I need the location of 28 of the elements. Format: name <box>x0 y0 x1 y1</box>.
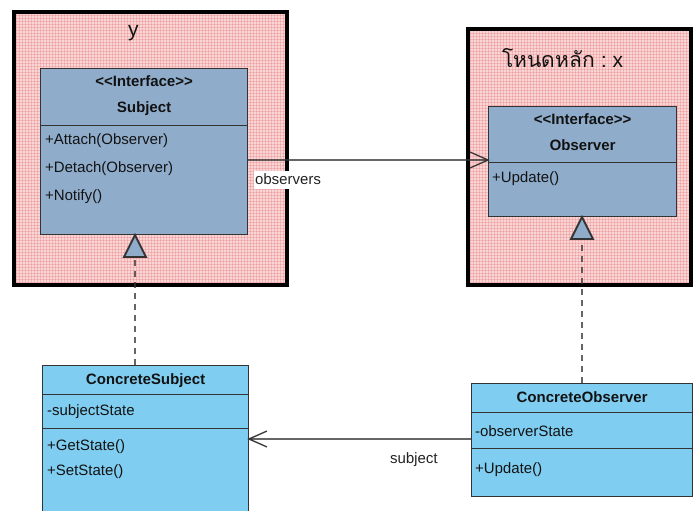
edge-label: subject <box>389 450 439 468</box>
class-name: ConcreteSubject <box>84 371 206 389</box>
class-member: +Update() <box>475 460 542 478</box>
class-name: Subject <box>116 99 172 117</box>
class-name: <<Interface>> <box>532 111 632 129</box>
package-frame <box>466 27 693 287</box>
association-arrow <box>248 151 489 169</box>
class-box <box>42 365 249 511</box>
class-member: +Detach(Observer) <box>45 159 173 177</box>
association-arrow <box>248 430 471 448</box>
class-member: +Notify() <box>45 187 102 205</box>
package-label: โหนดหลัก : x <box>502 47 624 74</box>
realization-arrow <box>570 216 594 383</box>
class-member: +GetState() <box>47 437 125 455</box>
class-member: +Update() <box>492 169 560 187</box>
edge-label: observers <box>254 171 322 189</box>
class-member: +SetState() <box>47 462 124 480</box>
class-name: <<Interface>> <box>94 73 194 91</box>
class-name: ConcreteObserver <box>516 389 648 407</box>
class-box <box>40 68 248 235</box>
class-box <box>471 383 693 497</box>
class-member: -subjectState <box>47 402 135 420</box>
realization-arrow <box>123 234 147 365</box>
class-box <box>488 106 677 217</box>
class-name: Observer <box>548 137 616 155</box>
class-member: +Attach(Observer) <box>45 131 168 149</box>
package-label: y <box>128 18 138 42</box>
class-member: -observerState <box>475 423 574 441</box>
